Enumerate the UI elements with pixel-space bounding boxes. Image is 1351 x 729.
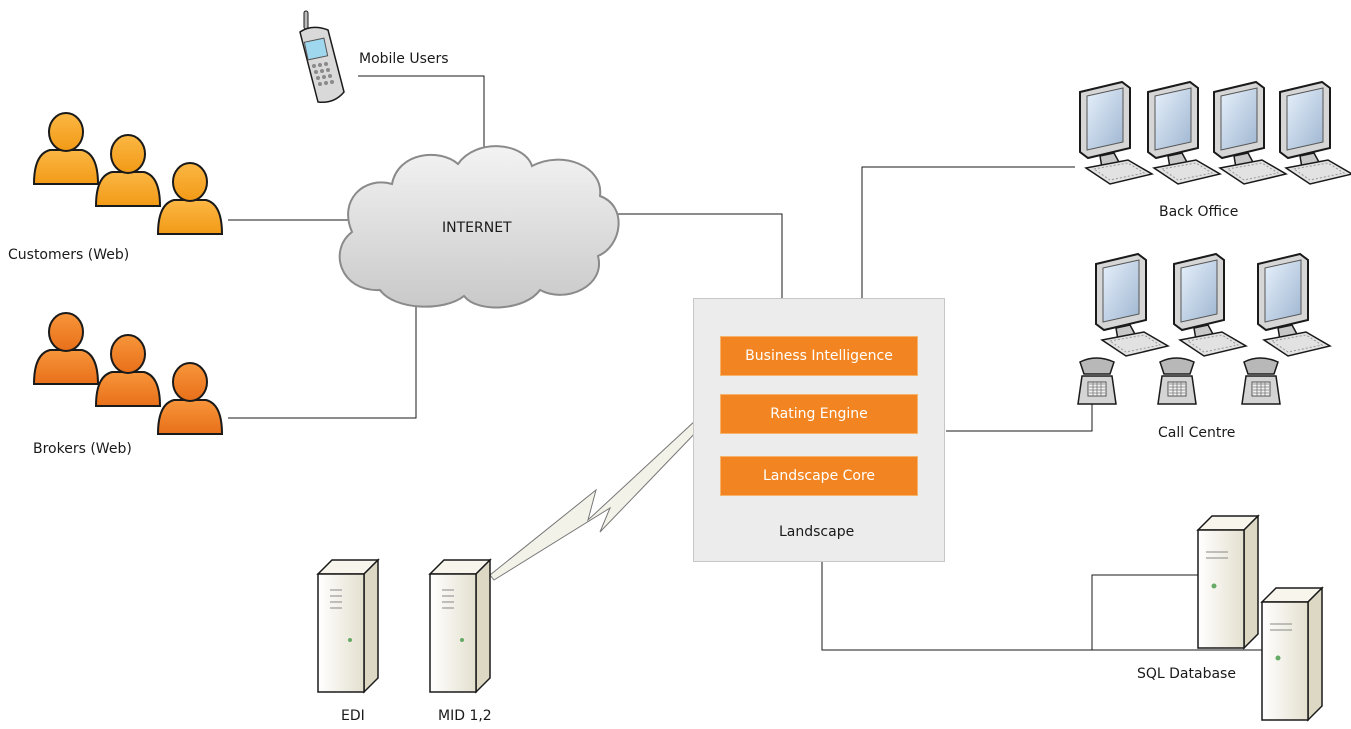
module-landscape-core: Landscape Core bbox=[720, 456, 918, 496]
connector-lines bbox=[228, 75, 1275, 651]
module-rating-engine: Rating Engine bbox=[720, 394, 918, 434]
module-business-intelligence: Business Intelligence bbox=[720, 336, 918, 376]
sql-database-server-icon bbox=[1197, 515, 1323, 721]
customers-group-icon bbox=[33, 112, 223, 235]
mobile-users-label: Mobile Users bbox=[359, 51, 449, 67]
brokers-label: Brokers (Web) bbox=[33, 441, 132, 457]
sql-database-label: SQL Database bbox=[1137, 666, 1236, 682]
customers-label: Customers (Web) bbox=[8, 247, 130, 263]
mid-server-icon bbox=[429, 559, 491, 693]
call-centre-label: Call Centre bbox=[1158, 425, 1236, 441]
landscape-label: Landscape bbox=[779, 524, 855, 540]
wireless-link-icon bbox=[489, 419, 701, 581]
edi-server-icon bbox=[317, 559, 379, 693]
brokers-group-icon bbox=[33, 312, 223, 435]
call-centre-workstations-icon bbox=[1077, 253, 1331, 405]
internet-label: INTERNET bbox=[442, 220, 512, 236]
edi-label: EDI bbox=[341, 708, 365, 724]
back-office-label: Back Office bbox=[1159, 204, 1239, 220]
mobile-phone-icon bbox=[299, 10, 345, 104]
internet-cloud-icon bbox=[338, 145, 620, 309]
mid-label: MID 1,2 bbox=[438, 708, 492, 724]
back-office-workstations-icon bbox=[1079, 81, 1351, 185]
